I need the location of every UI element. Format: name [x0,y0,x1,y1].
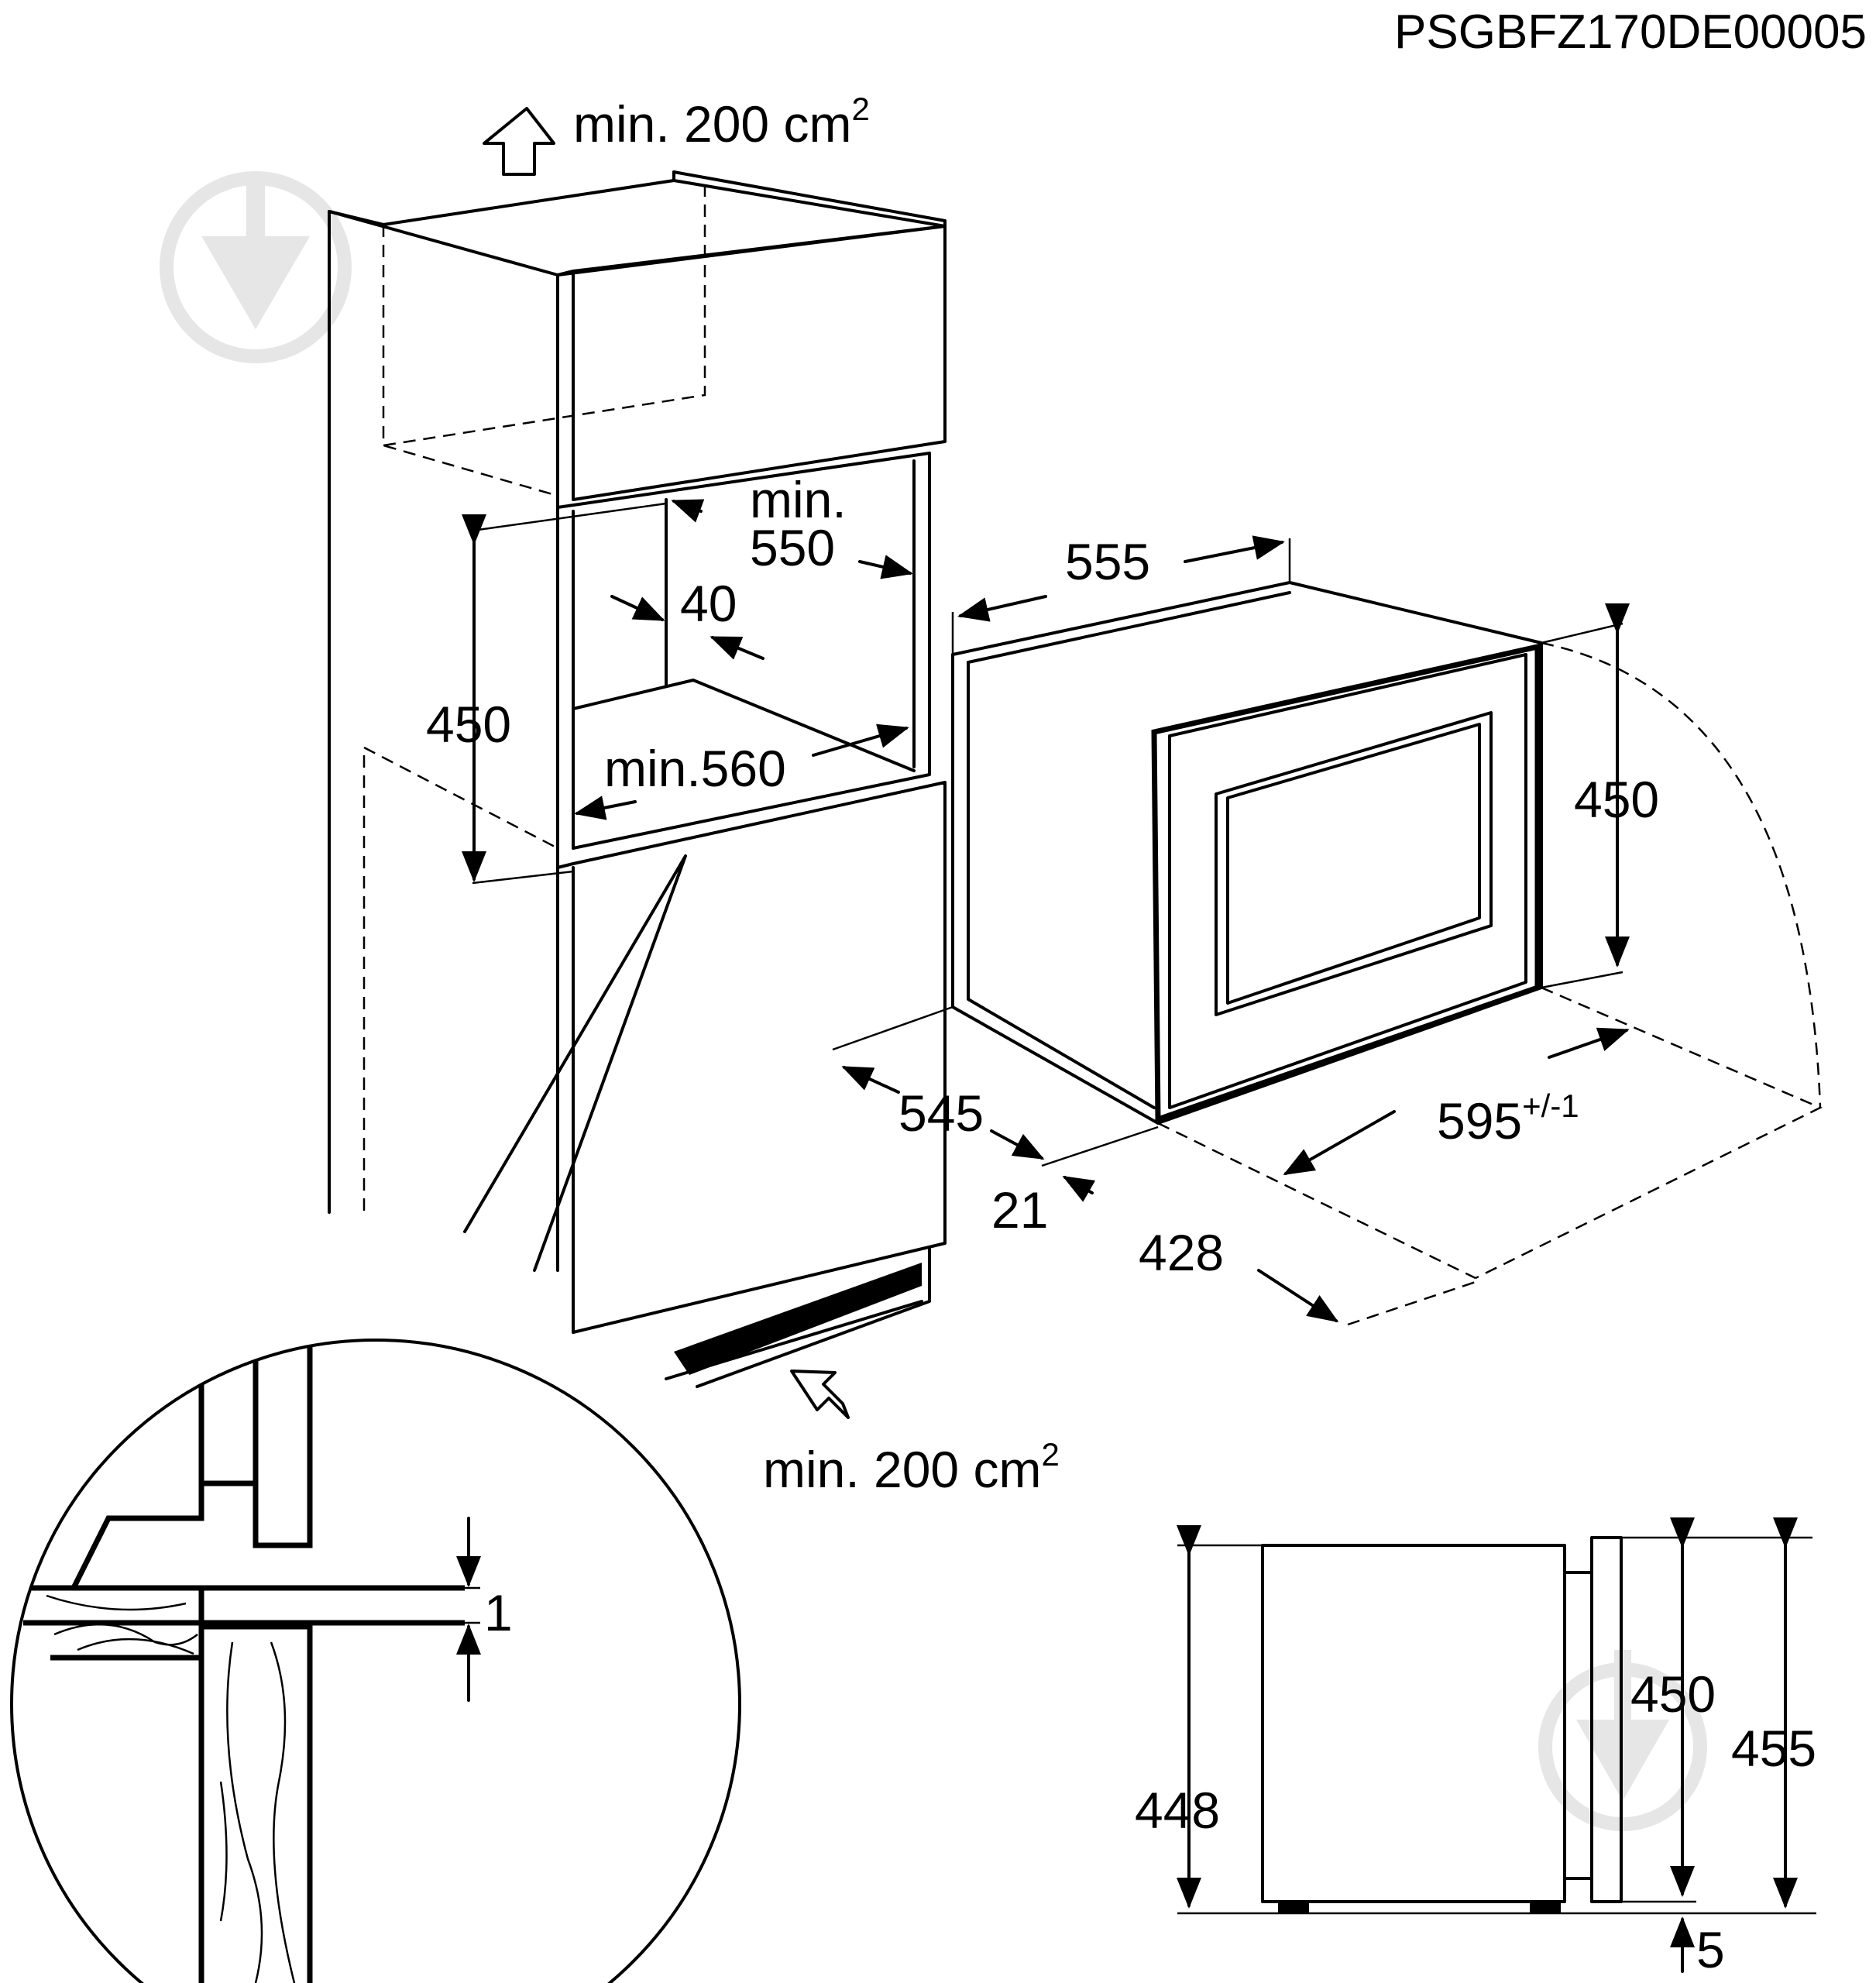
built-in-appliance [951,581,1543,1125]
tall-cabinet [328,170,947,1388]
side-view-dimensions [1177,1517,1816,1973]
appliance-depth-value: 545 [898,1084,984,1142]
side-view-appliance [1261,1536,1623,1913]
niche-height-value: 450 [426,696,511,753]
appliance-body-depth-value: 428 [1139,1224,1224,1281]
niche-depth-value: 550 [750,519,835,576]
niche-depth-label-min: min. [750,471,847,528]
ventilation-up-arrow-icon [483,107,555,176]
detail-magnifier [10,854,741,1983]
top-ventilation-label: min. 200 cm2 [573,91,870,153]
detail-gap-value: 1 [484,1584,513,1641]
appliance-front-thickness-value: 21 [991,1181,1048,1239]
door-swing-arc [1541,641,1822,1108]
appliance-width-value: 555 [1065,533,1150,590]
appliance-height-value: 450 [1574,771,1659,828]
side-view-height-body: 450 [1630,1665,1716,1723]
document-code: PSGBFZ170DE00005 [1394,5,1867,59]
appliance-front-width-label: 595+/-1 [1437,1088,1579,1150]
niche-gap-value: 40 [680,575,737,632]
bottom-ventilation-label: min. 200 cm2 [763,1436,1060,1498]
appliance-dimensions [832,535,1630,1326]
niche-width-value: min.560 [604,740,786,797]
side-view-height-total: 455 [1731,1720,1816,1777]
detail-gap-dimension [310,1517,481,1702]
watermark-logo-icon [160,171,352,363]
niche-dimensions [462,499,913,885]
side-view-foot: 5 [1696,1921,1725,1978]
side-view-height-left: 448 [1135,1782,1220,1839]
ventilation-in-arrow-icon [790,1370,850,1419]
